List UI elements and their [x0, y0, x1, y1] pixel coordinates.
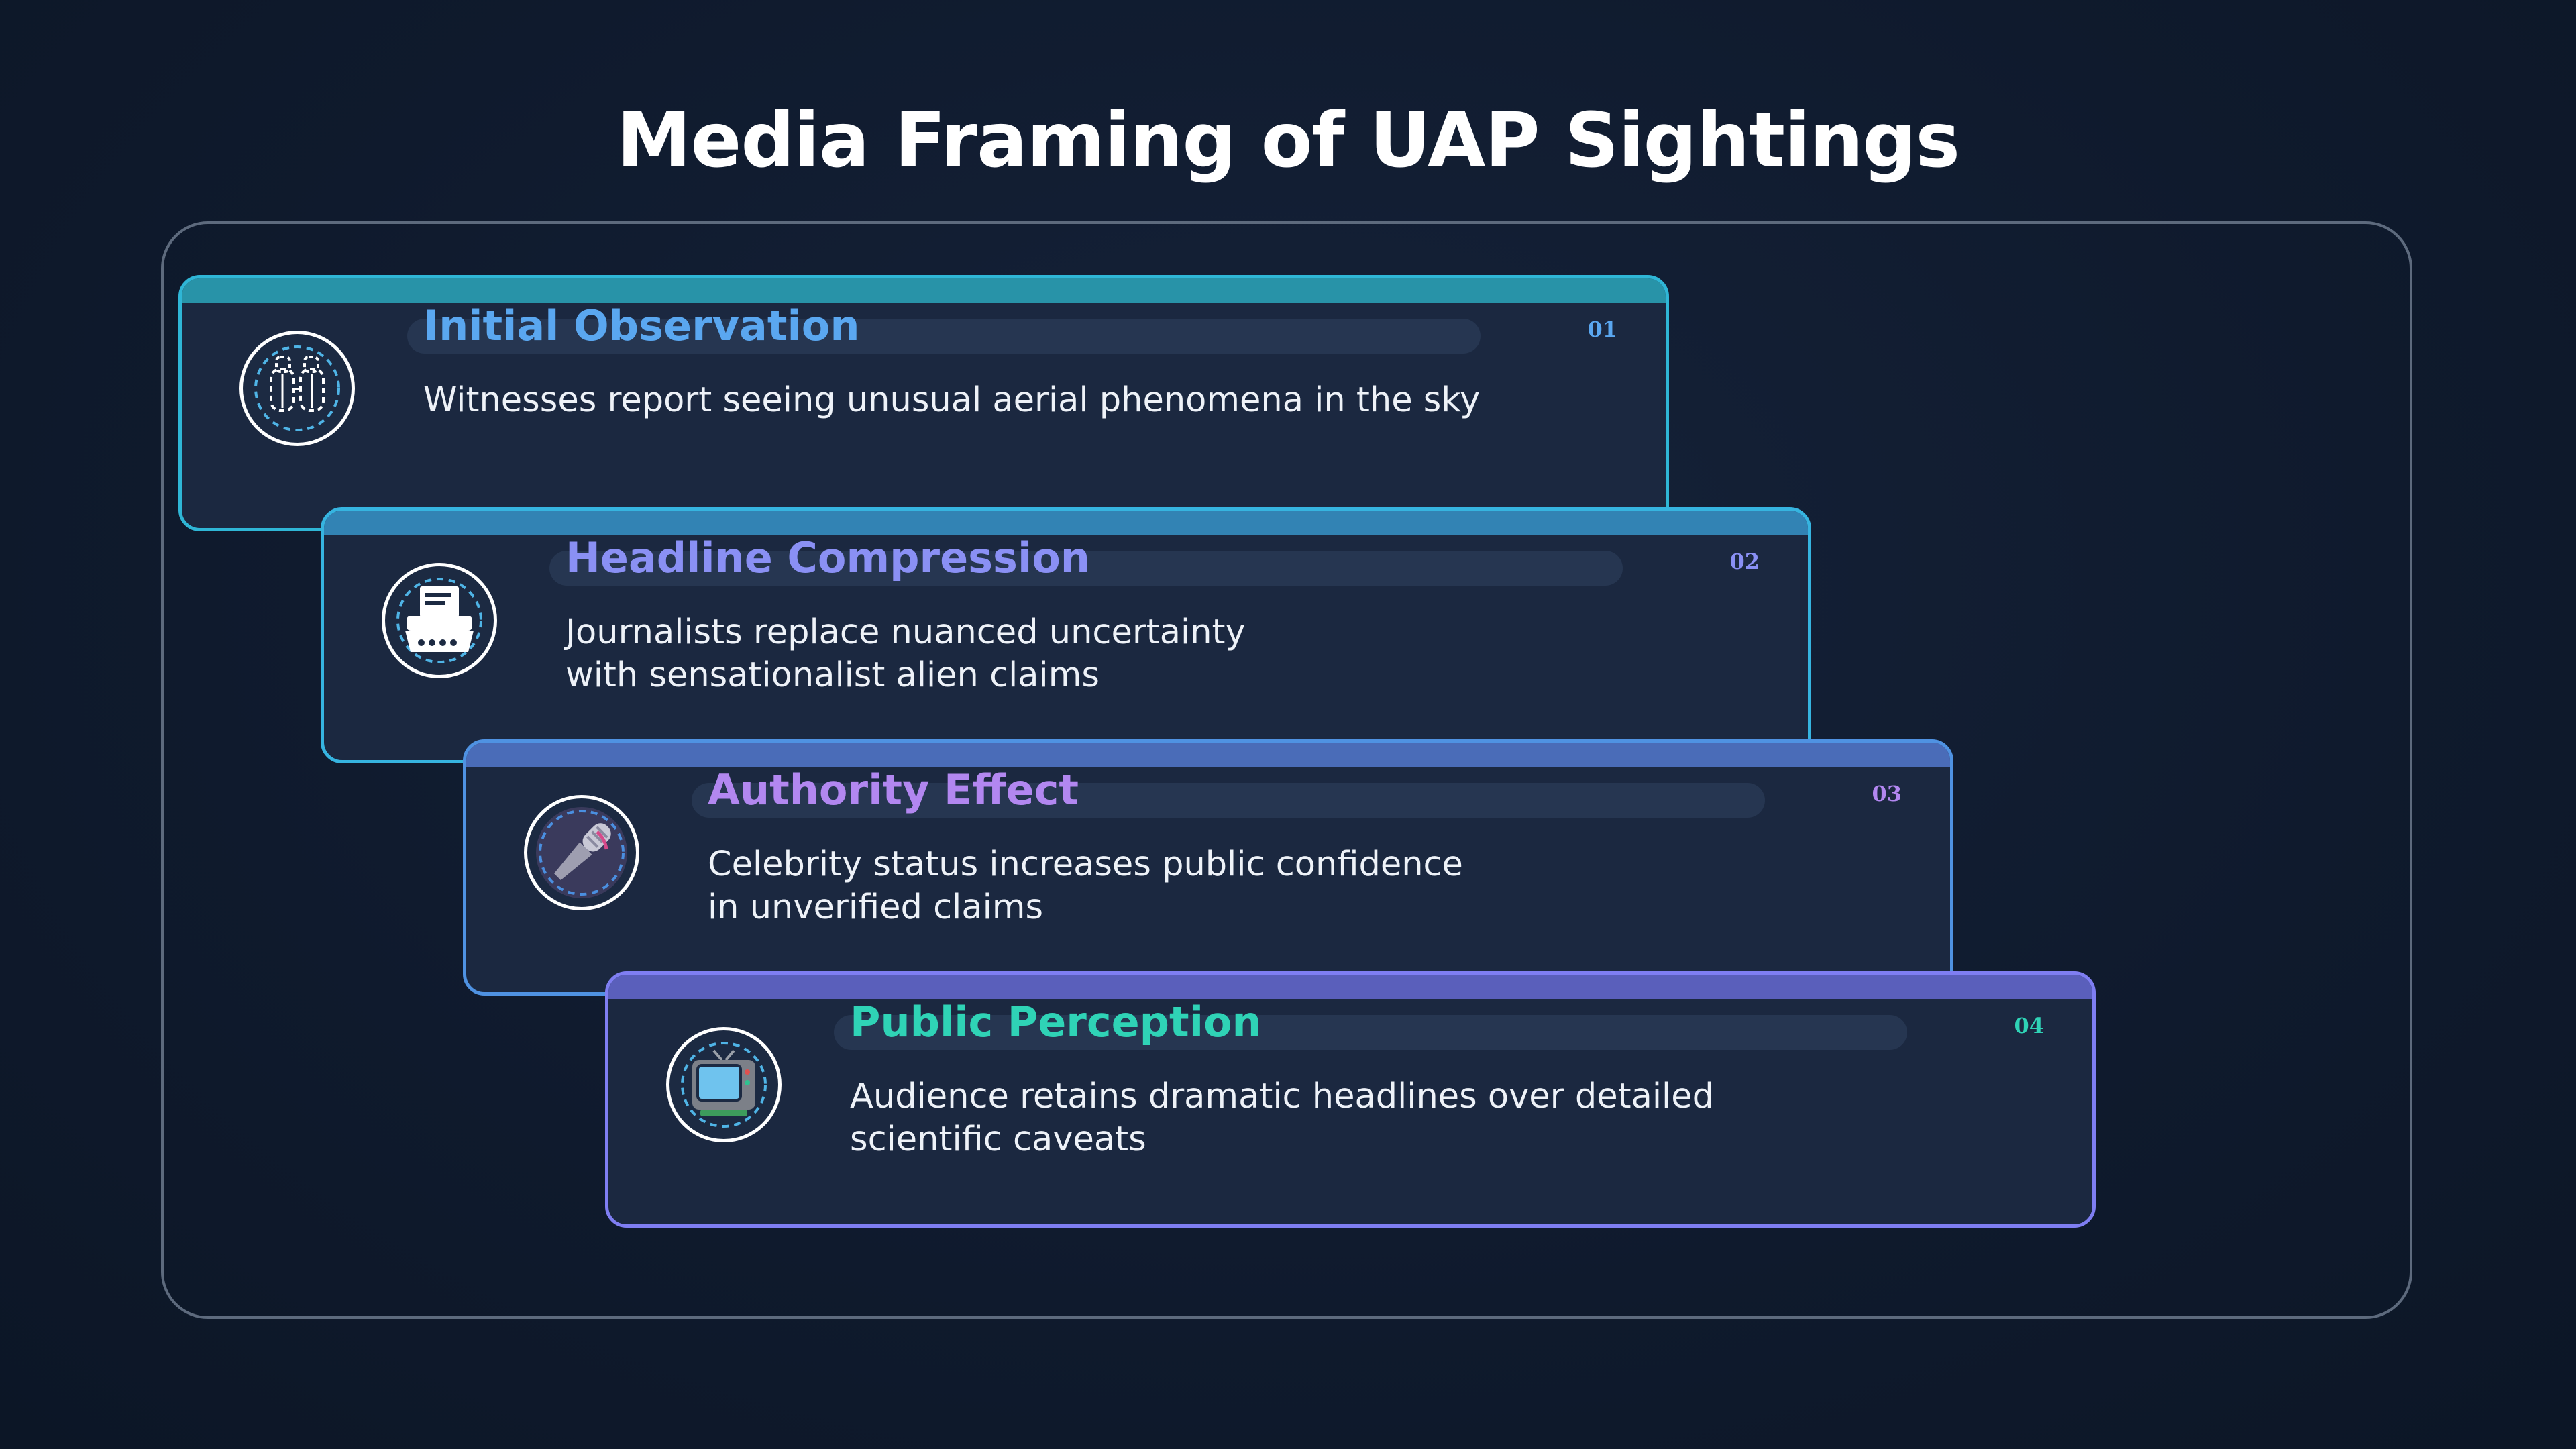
stage-number: 04	[2014, 1013, 2044, 1038]
card-topbar	[466, 743, 1950, 767]
stage-card-public-perception: Public Perception 04 Audience retains dr…	[605, 971, 2096, 1228]
stage-title: Headline Compression	[566, 533, 1090, 582]
stage-card-authority-effect: Authority Effect 03 Celebrity status inc…	[463, 739, 1953, 996]
title-track	[549, 551, 1623, 586]
microphone-icon	[524, 795, 639, 910]
television-icon	[666, 1027, 782, 1142]
page-title: Media Framing of UAP Sightings	[616, 97, 1960, 184]
stage-title: Public Perception	[850, 998, 1262, 1046]
typewriter-icon	[382, 563, 497, 678]
card-topbar	[182, 278, 1666, 303]
stage-title: Initial Observation	[423, 301, 860, 350]
stage-card-headline-compression: Headline Compression 02 Journalists repl…	[321, 507, 1811, 763]
binoculars-icon	[239, 331, 355, 446]
card-topbar	[324, 511, 1808, 535]
stage-description: Celebrity status increases public confid…	[708, 845, 1463, 927]
stage-description: Witnesses report seeing unusual aerial p…	[423, 380, 1481, 420]
stage-card-initial-observation: Initial Observation 01 Witnesses report …	[178, 275, 1669, 531]
stage-number: 02	[1729, 549, 1760, 574]
stage-number: 01	[1587, 317, 1617, 342]
stage-title: Authority Effect	[708, 765, 1079, 814]
title-track	[834, 1015, 1907, 1050]
stage-description: Audience retains dramatic headlines over…	[850, 1077, 1714, 1159]
title-track	[692, 783, 1765, 818]
title-track	[407, 319, 1481, 354]
card-topbar	[608, 975, 2092, 999]
stage-number: 03	[1872, 781, 1902, 806]
diagram-frame	[161, 221, 2412, 1319]
